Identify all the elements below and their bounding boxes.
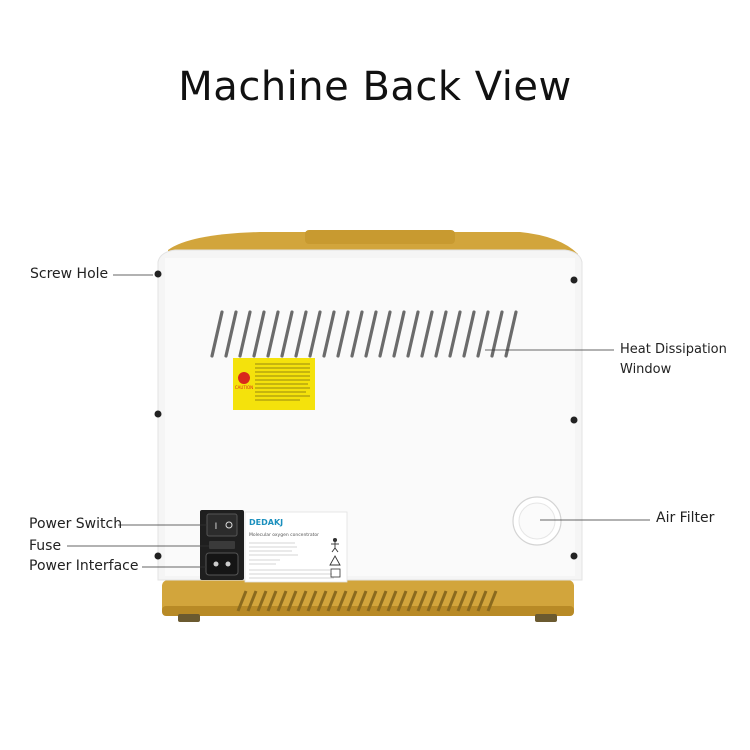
label-screw-hole: Screw Hole	[30, 266, 109, 282]
vent-slot	[280, 310, 294, 358]
power-interface-socket[interactable]	[205, 552, 239, 576]
vent-slot	[294, 310, 308, 358]
nameplate-text-lines	[249, 542, 334, 579]
foot-right	[535, 614, 557, 622]
base-vent-slot	[366, 590, 378, 612]
socket-pin	[225, 561, 231, 567]
vent-slot	[322, 310, 336, 358]
screw-hole	[570, 552, 578, 560]
vent-slot	[406, 310, 420, 358]
vent-slot	[266, 310, 280, 358]
base-vent-slot	[306, 590, 318, 612]
label-heat-dissipation-window: Heat Dissipation Window	[620, 340, 727, 380]
vent-slot	[420, 310, 434, 358]
vent-slot	[238, 310, 252, 358]
air-filter-cap[interactable]	[518, 502, 556, 540]
label-power-interface: Power Interface	[29, 558, 139, 574]
vent-slot	[476, 310, 490, 358]
base-vent-slot	[386, 590, 398, 612]
base-vent-slot	[376, 590, 388, 612]
base-vent-slot	[396, 590, 408, 612]
vent-slot	[490, 310, 504, 358]
screw-hole	[570, 276, 578, 284]
vent-slot	[448, 310, 462, 358]
base-vent-slot	[266, 590, 278, 612]
vent-slot	[392, 310, 406, 358]
vent-slot	[224, 310, 238, 358]
base-vent-slot	[236, 590, 248, 612]
vent-slot	[350, 310, 364, 358]
base-vent-slot	[276, 590, 288, 612]
vent-slot	[364, 310, 378, 358]
base-vent-slot	[456, 590, 468, 612]
vent-slot	[504, 310, 518, 358]
fuse-holder[interactable]	[209, 541, 235, 549]
base-vent-slot	[486, 590, 498, 612]
power-switch-off-mark	[225, 521, 233, 529]
label-heat-line2: Window	[620, 362, 672, 377]
foot-left	[178, 614, 200, 622]
vent-slot	[308, 310, 322, 358]
base-vent-slot	[466, 590, 478, 612]
label-fuse: Fuse	[29, 538, 62, 554]
vent-slot	[378, 310, 392, 358]
base-vent-slot	[256, 590, 268, 612]
base-vent-slot	[296, 590, 308, 612]
top-handle-recess	[305, 230, 455, 244]
base-vent-slot	[246, 590, 258, 612]
caution-badge-icon	[238, 372, 250, 384]
recycle-box-icon	[330, 568, 341, 578]
power-switch-on-mark: I	[215, 522, 218, 532]
base-vent-slot	[346, 590, 358, 612]
screw-hole	[154, 410, 162, 418]
page-title: Machine Back View	[178, 64, 572, 110]
base-vent-slot	[436, 590, 448, 612]
screw-hole	[154, 270, 162, 278]
base-vent-grille	[236, 590, 498, 612]
warning-triangle-icon	[329, 555, 341, 566]
vent-slot	[462, 310, 476, 358]
nameplate-product: Molecular oxygen concentrator	[249, 532, 319, 538]
label-power-switch: Power Switch	[29, 516, 123, 532]
base-vent-slot	[326, 590, 338, 612]
vent-slot	[336, 310, 350, 358]
base-vent-slot	[336, 590, 348, 612]
label-heat-line1: Heat Dissipation	[620, 342, 727, 357]
vent-slot	[210, 310, 224, 358]
base-vent-slot	[416, 590, 428, 612]
heat-dissipation-window	[210, 310, 518, 358]
base-vent-slot	[446, 590, 458, 612]
caution-badge-label: CAUTION	[235, 385, 253, 390]
base-vent-slot	[426, 590, 438, 612]
base-vent-slot	[476, 590, 488, 612]
vent-slot	[434, 310, 448, 358]
screw-hole	[570, 416, 578, 424]
screw-hole	[154, 552, 162, 560]
base-vent-slot	[406, 590, 418, 612]
person-symbol-icon	[331, 537, 339, 553]
warning-text-lines	[255, 363, 310, 401]
socket-pin	[213, 561, 219, 567]
base-vent-slot	[286, 590, 298, 612]
nameplate-brand: DEDAKJ	[249, 518, 283, 527]
label-air-filter: Air Filter	[656, 510, 715, 526]
callout-lines	[67, 274, 650, 568]
base-vent-slot	[356, 590, 368, 612]
vent-slot	[252, 310, 266, 358]
base-vent-slot	[316, 590, 328, 612]
